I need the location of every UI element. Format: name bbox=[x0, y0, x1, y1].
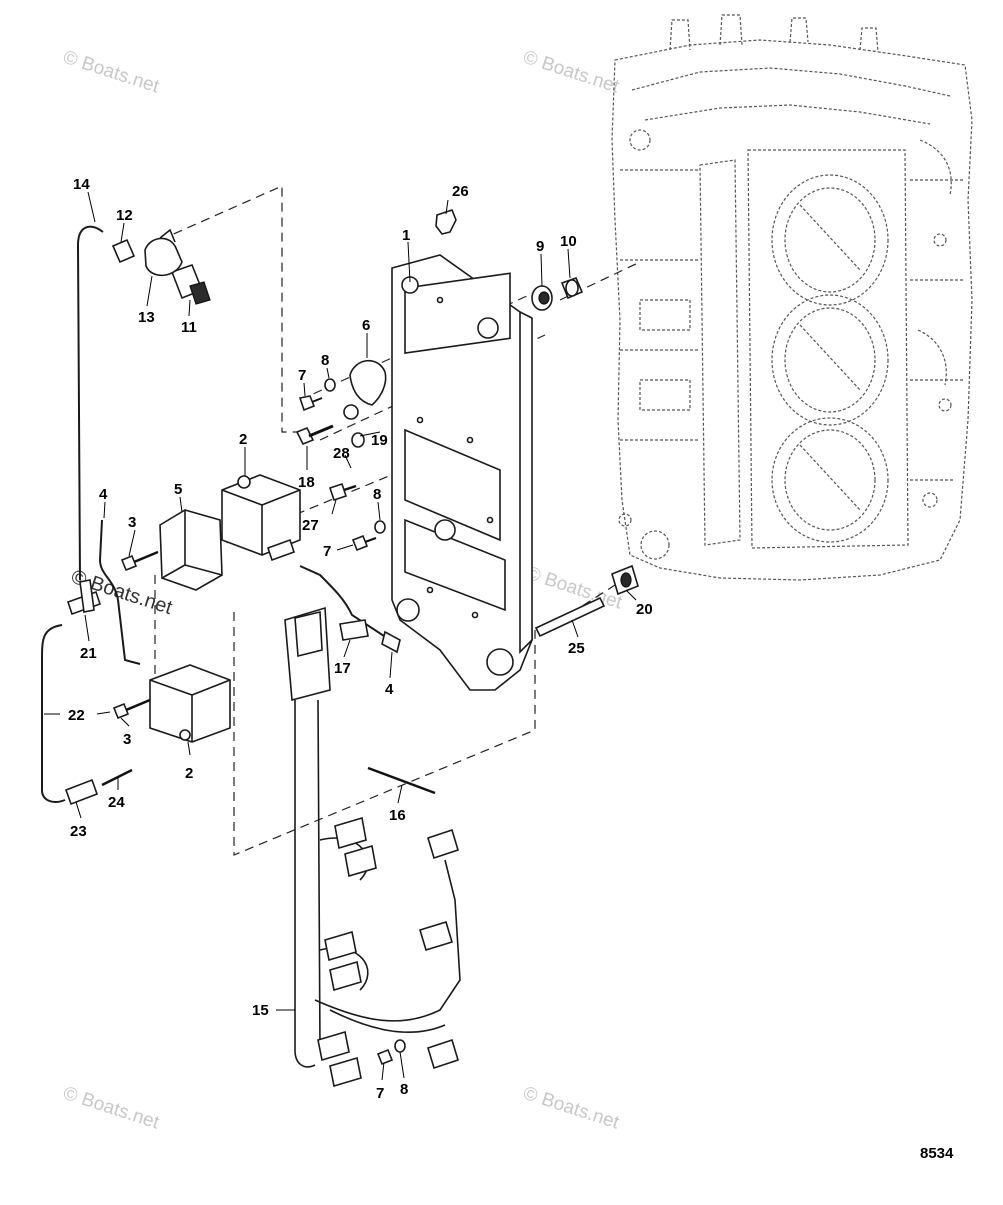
callout-17: 17 bbox=[334, 660, 351, 677]
callout-27: 27 bbox=[302, 517, 319, 534]
part-13-clamp bbox=[144, 228, 183, 277]
callout-26: 26 bbox=[452, 183, 469, 200]
callout-19: 19 bbox=[371, 432, 388, 449]
part-2-coil-upper bbox=[221, 474, 301, 562]
watermark-bottom-center: © Boats.net bbox=[520, 1083, 622, 1134]
fasteners-lower bbox=[376, 1039, 406, 1066]
callout-3: 3 bbox=[128, 514, 136, 531]
part-15-wiring-harness bbox=[284, 606, 461, 1088]
part-4-lead-left bbox=[98, 519, 141, 665]
part-23-connector bbox=[64, 778, 99, 806]
engine-block-phantom bbox=[611, 14, 973, 581]
callout-24: 24 bbox=[108, 794, 125, 811]
fasteners-upper bbox=[295, 378, 386, 552]
callout-6: 6 bbox=[362, 317, 370, 334]
callout-13: 13 bbox=[138, 309, 155, 326]
part-3-bolt-upper bbox=[120, 550, 159, 572]
part-22-hose bbox=[41, 624, 66, 803]
figure-number: 8534 bbox=[920, 1145, 954, 1162]
part-26-clip bbox=[435, 209, 457, 235]
part-25-tube bbox=[534, 596, 606, 638]
callout-11: 11 bbox=[181, 319, 197, 336]
part-24-pin bbox=[101, 768, 133, 787]
callout-4: 4 bbox=[385, 681, 394, 698]
callout-16: 16 bbox=[389, 807, 406, 824]
part-4-boot-right bbox=[381, 630, 401, 654]
callout-25: 25 bbox=[568, 640, 585, 657]
part-20-fitting bbox=[611, 564, 639, 596]
mounting-plate bbox=[391, 254, 533, 691]
part-11-sensor bbox=[170, 263, 211, 305]
part-5-module bbox=[159, 509, 223, 591]
callout-7: 7 bbox=[323, 543, 331, 560]
callout-15: 15 bbox=[252, 1002, 269, 1019]
part-16-cable-tie bbox=[367, 766, 436, 795]
callout-8: 8 bbox=[400, 1081, 408, 1098]
watermark-bottom-left: © Boats.net bbox=[60, 1083, 162, 1134]
callout-23: 23 bbox=[70, 823, 87, 840]
callout-22: 22 bbox=[68, 707, 85, 724]
part-6-bracket bbox=[349, 359, 387, 406]
watermark-top-center: © Boats.net bbox=[520, 47, 622, 98]
part-14-hose bbox=[76, 225, 104, 581]
callout-labels: 1 2 2 3 3 4 4 5 6 7 7 7 8 8 8 9 10 11 12… bbox=[68, 176, 653, 1102]
callout-21: 21 bbox=[80, 645, 97, 662]
callout-5: 5 bbox=[174, 481, 182, 498]
part-3-bolt-lower bbox=[112, 698, 151, 720]
callout-7: 7 bbox=[298, 367, 306, 384]
callout-9: 9 bbox=[536, 238, 544, 255]
part-9-grommet bbox=[531, 285, 553, 311]
callout-7: 7 bbox=[376, 1085, 384, 1102]
callout-2: 2 bbox=[185, 765, 193, 782]
part-21-tee-fitting bbox=[66, 579, 102, 616]
callout-20: 20 bbox=[636, 601, 653, 618]
leader-lines bbox=[44, 191, 637, 1081]
callout-8: 8 bbox=[321, 352, 329, 369]
part-2-coil-lower bbox=[149, 664, 231, 743]
callout-10: 10 bbox=[560, 233, 577, 250]
watermark-top-left: © Boats.net bbox=[60, 47, 162, 98]
callout-8: 8 bbox=[373, 486, 381, 503]
callout-1: 1 bbox=[402, 227, 410, 244]
callout-4: 4 bbox=[99, 486, 108, 503]
callout-14: 14 bbox=[73, 176, 90, 193]
part-10-bushing bbox=[560, 276, 584, 300]
part-4-lead-right bbox=[299, 565, 391, 641]
callout-3: 3 bbox=[123, 731, 131, 748]
part-17-sensor bbox=[339, 619, 369, 641]
part-12-fitting bbox=[111, 238, 136, 264]
callout-2: 2 bbox=[239, 431, 247, 448]
callout-28: 28 bbox=[333, 445, 350, 462]
callout-18: 18 bbox=[298, 474, 315, 491]
callout-12: 12 bbox=[116, 207, 133, 224]
